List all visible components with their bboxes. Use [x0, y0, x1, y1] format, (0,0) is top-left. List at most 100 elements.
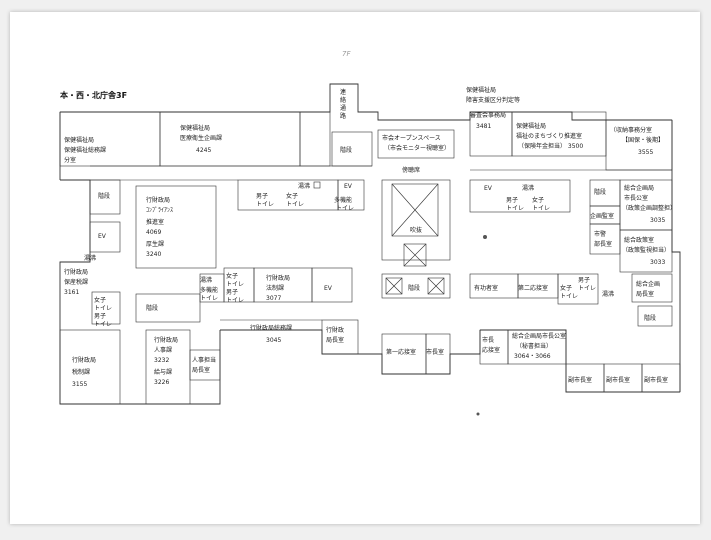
- yuto-b-label: 湯沸: [522, 184, 534, 192]
- toilet-block-b-right: [469, 179, 571, 213]
- hoshi-label-1: 行財政局: [64, 268, 88, 276]
- fukushi-label-1: 保健福祉局: [516, 122, 546, 130]
- fuku3-label: 副市長室: [644, 376, 668, 384]
- room-kaidan-mid: [381, 273, 451, 299]
- boucho-label: 傍聴席: [402, 166, 420, 174]
- seisaku-label-1: 総合政策室: [624, 236, 654, 244]
- compliance-label-6: 3240: [146, 251, 161, 258]
- jinji-tanto-label-1: 人事担当: [192, 356, 216, 364]
- zeisei-label-2: 税制課: [72, 368, 90, 376]
- page-title: 本・西・北庁舎3F: [59, 90, 127, 100]
- tamokuteki-a-2: トイレ: [336, 205, 354, 212]
- toilet-b2-men-2: トイレ: [226, 297, 244, 304]
- shunou-label-2: 【国保・後期】: [622, 136, 664, 144]
- toilet-c-men-2: トイレ: [94, 321, 112, 328]
- fukushi-label-2: 福祉のまちづくり推進室: [516, 132, 582, 140]
- kaidan-mid-box-2: [427, 277, 445, 295]
- somu-kikaku-label-3: （政策企画調整担）: [622, 204, 676, 212]
- kaidan-mid-label: 階段: [408, 284, 420, 292]
- atrium-void: [391, 183, 439, 237]
- toilet-b-women-2: トイレ: [532, 205, 550, 212]
- somu-kikaku-label-4: 3035: [650, 217, 665, 224]
- iryou-label-3: 4245: [196, 147, 211, 154]
- ev-top-label: EV: [344, 183, 353, 190]
- handwritten-mark: 7F: [342, 50, 351, 58]
- houkika-label-3: 3077: [266, 295, 281, 302]
- room-jinji-tanto: [189, 349, 221, 381]
- room-kaidan-far-right: [637, 305, 673, 327]
- sogo-kyokucho-label-1: 総合企画: [636, 280, 660, 288]
- shicho-ousetsu-label-1: 市長: [482, 336, 494, 344]
- tamokuteki-b-3: トイレ: [200, 295, 218, 302]
- hoken-bunshitsu-label-2: 保健福祉総務課: [64, 146, 106, 154]
- yuto-left-label: 湯沸: [84, 254, 96, 262]
- fukushi-label-3: （保険年金担当） 3500: [518, 142, 583, 150]
- compliance-label-1: 行財政局: [146, 196, 170, 204]
- sogo-kyokucho-label-2: 局長室: [636, 290, 654, 298]
- open-space-label-2: （市会モニター視聴室）: [384, 144, 450, 152]
- tamokuteki-b-2: 多機能: [200, 286, 218, 294]
- jinji-tanto-label-2: 局長室: [192, 366, 210, 374]
- somuka-label-1: 行財政局総務課: [250, 324, 292, 332]
- gyozai-kyokucho-label-2: 局長室: [326, 336, 344, 344]
- toilet-d-men-2: トイレ: [578, 285, 596, 292]
- dai1-oustu-label: 第一応接室: [386, 348, 416, 356]
- kaidan-right-label: 階段: [594, 188, 606, 196]
- toilet-d-men-1: 男子: [578, 277, 590, 284]
- hisho-label-1: 総合企画局市長公室: [512, 332, 566, 340]
- yuto-d-label: 湯沸: [602, 290, 614, 298]
- toilet-b2-men-1: 男子: [226, 289, 238, 296]
- ev-top-right-label: EV: [484, 185, 493, 192]
- room-shichoshitsu: [425, 333, 451, 375]
- room-ev-left: [89, 221, 121, 253]
- keibu-label-2: 部長室: [594, 240, 612, 248]
- jinji-label-5: 3226: [154, 379, 169, 386]
- room-seisaku: [619, 229, 673, 273]
- hisho-label-2: （秘書担当）: [516, 342, 552, 350]
- compliance-label-2: ｺﾝﾌﾟﾗｲｱﾝｽ: [146, 207, 173, 214]
- stair-marker: [313, 181, 321, 189]
- somu-kikaku-label-1: 総合企画局: [624, 184, 654, 192]
- open-space-label-1: 市会オープンスペース: [382, 134, 441, 142]
- kaidan-mid-box-1-x2: [385, 277, 403, 295]
- houkika-label-2: 法制課: [266, 284, 284, 292]
- hoshi-label-3: 3161: [64, 289, 79, 296]
- compliance-label-4: 4069: [146, 229, 161, 236]
- shinsa-label-1: 保健福祉局: [466, 86, 496, 94]
- renraku-3: 通: [340, 104, 346, 112]
- room-compliance: [135, 185, 217, 269]
- outer-wall-right: [671, 120, 681, 392]
- keibu-label-1: 市警: [594, 230, 606, 238]
- room-zeisei: [59, 329, 121, 405]
- yuto-a-label: 湯沸: [298, 182, 310, 190]
- hoshi-label-2: 保産税課: [64, 278, 88, 286]
- shinsa-label-3: 審査会事務局: [470, 111, 506, 119]
- toilet-c-women-1: 女子: [94, 296, 106, 304]
- ev-mid-label: EV: [324, 285, 333, 292]
- renraku-4: 路: [340, 112, 346, 120]
- toilet-block-c: [91, 291, 121, 325]
- toilet-b2-women-1: 女子: [226, 272, 238, 280]
- floor-plan: 7F 本・西・北庁舎3F 保健福祉局 保健福祉総務課 分室 保健福祉局 医療衛生…: [59, 50, 681, 416]
- room-fuku3: [641, 363, 681, 393]
- ev-left-label: EV: [98, 233, 107, 240]
- hisho-label-3: 3064・3066: [514, 353, 551, 360]
- fuku1-label: 副市長室: [568, 376, 592, 384]
- jinji-label-4: 給与課: [154, 368, 172, 376]
- hoken-bunshitsu-label-1: 保健福祉局: [64, 136, 94, 144]
- compliance-label-5: 厚生課: [146, 240, 164, 248]
- room-keibu: [589, 223, 621, 255]
- room-gyozai-kyokucho: [321, 319, 359, 355]
- room-ev-mid: [311, 267, 353, 303]
- iryou-label-1: 保健福祉局: [180, 124, 210, 132]
- shinsa-label-4: 3481: [476, 123, 491, 130]
- renraku-2: 絡: [340, 96, 346, 104]
- jinji-label-2: 人事課: [154, 346, 172, 354]
- fuku2-label: 副市長室: [606, 376, 630, 384]
- paper-speck-2: [476, 412, 480, 416]
- compliance-label-3: 推進室: [146, 218, 164, 226]
- toilet-b-women-1: 女子: [532, 196, 544, 204]
- kaidan-left-label: 階段: [98, 192, 110, 200]
- tamokuteki-a-1: 多機能: [334, 196, 352, 204]
- tamokuteki-b-1: 湯沸: [200, 276, 212, 284]
